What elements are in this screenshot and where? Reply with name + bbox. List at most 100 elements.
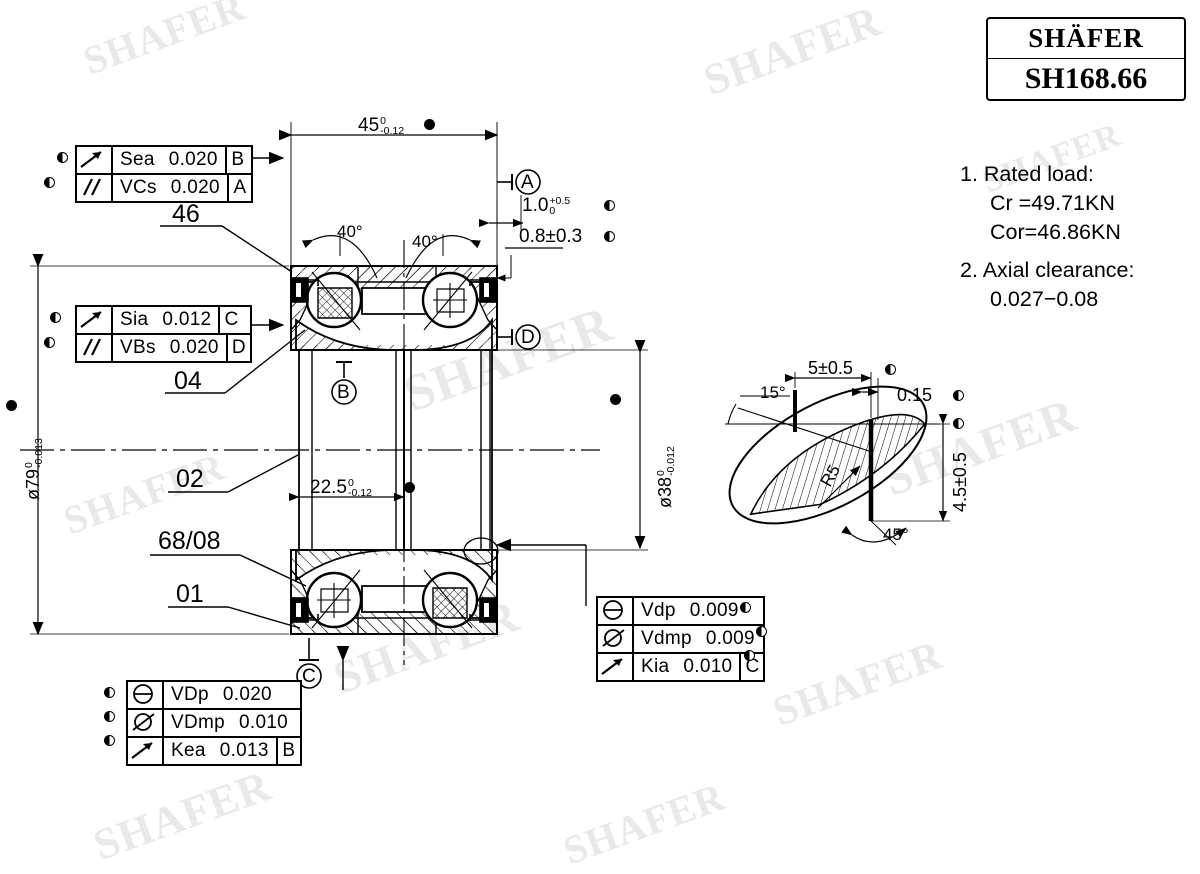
fcf-value: 0.020 — [222, 684, 272, 705]
dim-contact-angle-left: 40° — [337, 222, 363, 241]
callout-02: 02 — [176, 465, 204, 493]
tolerance-marker-dot — [44, 177, 55, 188]
angularity-arrow-icon — [77, 307, 113, 333]
dim-value: 1.0 — [522, 195, 549, 216]
note-axial-clearance-label: 2. Axial clearance: — [960, 258, 1135, 283]
fcf-row: VCs 0.020 A — [75, 173, 253, 203]
circle-bar-icon — [598, 598, 634, 624]
dim-marker-dot — [424, 119, 435, 130]
detail-dim-height: 4.5±0.5 — [950, 452, 970, 512]
callout-04: 04 — [174, 367, 202, 395]
datum-c-label: C — [302, 666, 316, 687]
detail-dim-chamfer-angle: 45° — [883, 525, 909, 544]
fcf-top-left: Sea 0.020 B VCs 0.020 A — [75, 145, 253, 203]
fcf-row: Vdmp 0.009 — [596, 624, 766, 654]
fcf-value: 0.020 — [170, 177, 220, 198]
tolerance-marker-dot — [104, 711, 115, 722]
dim-tol-lower: -0.12 — [347, 487, 372, 500]
tolerance-marker-dot — [104, 735, 115, 746]
part-number: SH168.66 — [1024, 62, 1148, 95]
dim-tol-upper: 0 — [380, 114, 386, 127]
dim-value: ø38 — [655, 476, 675, 508]
angularity-arrow-icon — [128, 738, 164, 764]
fcf-row: Sia 0.012 C — [75, 305, 252, 335]
dim-step-2: 0.8±0.3 — [519, 226, 583, 247]
fcf-row: Vdp 0.009 — [596, 596, 766, 626]
fcf-datum: D — [225, 335, 250, 361]
fcf-datum: C — [739, 654, 763, 680]
dim-tol-upper: 0 — [347, 476, 354, 489]
tolerance-marker-dot — [104, 687, 115, 698]
fcf-mid-left: Sia 0.012 C VBs 0.020 D — [75, 305, 252, 363]
fcf-label: Sia — [120, 309, 149, 330]
fcf-datum: A — [226, 175, 251, 201]
fcf-row: Kea 0.013 B — [126, 736, 302, 766]
fcf-label: Kia — [641, 656, 670, 677]
callout-6808: 68/08 — [158, 527, 221, 555]
dim-value: 22.5 — [310, 477, 347, 498]
dim-marker-dot — [953, 390, 964, 401]
datum-a-label: A — [521, 172, 534, 193]
tolerance-marker-dot — [57, 152, 68, 163]
angularity-arrow-icon — [598, 654, 634, 680]
note-axial-clearance-value: 0.027−0.08 — [990, 287, 1099, 312]
brand-logo-box: SHÄFER SH168.66 — [986, 17, 1186, 101]
dim-contact-angle-right: 40° — [412, 232, 438, 251]
dim-tol-lower: -0.013 — [33, 438, 46, 468]
note-rated-load-label: 1. Rated load: — [960, 162, 1094, 186]
fcf-datum: B — [224, 147, 249, 173]
fcf-label: VCs — [120, 177, 157, 198]
dim-marker-dot — [604, 231, 615, 242]
parallelism-icon — [77, 175, 113, 201]
fcf-row: VDp 0.020 — [126, 680, 302, 710]
fcf-datum: C — [218, 307, 242, 333]
fcf-value: 0.009 — [689, 600, 739, 621]
dim-marker-dot — [953, 418, 964, 429]
fcf-value: 0.010 — [683, 656, 733, 677]
callout-46: 46 — [172, 200, 200, 228]
fcf-row: VDmp 0.010 — [126, 708, 302, 738]
tolerance-marker-dot — [744, 650, 755, 661]
tolerance-marker-dot — [756, 626, 767, 637]
dim-tol-upper: +0.5 — [549, 194, 571, 207]
fcf-label: VDp — [171, 684, 209, 705]
brand-name: SHÄFER — [988, 19, 1184, 59]
dim-marker-dot — [6, 400, 17, 411]
fcf-value: 0.013 — [219, 740, 269, 761]
fcf-label: Kea — [171, 740, 206, 761]
fcf-label: Vdmp — [641, 628, 692, 649]
detail-dim-lead-angle: 15° — [760, 383, 786, 402]
parallelism-icon — [77, 335, 113, 361]
dim-marker-dot — [610, 394, 621, 405]
note-cr: Cr =49.71KN — [990, 190, 1115, 215]
dim-tol-lower: 0 — [549, 205, 556, 218]
tolerance-marker-dot — [740, 602, 751, 613]
dim-tol-lower: -0.12 — [380, 125, 405, 138]
detail-dim-width: 5±0.5 — [808, 358, 853, 378]
notes-block: 1. Rated load: Cr =49.71KN Cor=46.86KN 2… — [960, 160, 1196, 314]
datum-b-label: B — [337, 382, 350, 403]
dim-marker-dot — [404, 482, 415, 493]
dim-tol-lower: -0.012 — [665, 446, 678, 476]
dim-marker-dot — [604, 200, 615, 211]
fcf-bottom-right: Vdp 0.009 Vdmp 0.009 Kia 0.010 C — [596, 596, 766, 682]
fcf-label: Vdp — [641, 600, 676, 621]
fcf-label: VBs — [120, 337, 156, 358]
fcf-bottom-left: VDp 0.020 VDmp 0.010 Kea 0.013 B — [126, 680, 302, 766]
fcf-value: 0.010 — [239, 712, 289, 733]
fcf-label: Sea — [120, 149, 155, 170]
dim-value: 45 — [358, 115, 380, 136]
dim-marker-dot — [885, 364, 896, 375]
detail-dim-gap: 0.15 — [897, 385, 933, 405]
angularity-arrow-icon — [77, 147, 113, 173]
note-cor: Cor=46.86KN — [990, 219, 1121, 244]
fcf-value: 0.009 — [705, 628, 755, 649]
fcf-row: VBs 0.020 D — [75, 333, 252, 363]
tolerance-marker-dot — [44, 337, 55, 348]
datum-d-label: D — [521, 327, 535, 348]
